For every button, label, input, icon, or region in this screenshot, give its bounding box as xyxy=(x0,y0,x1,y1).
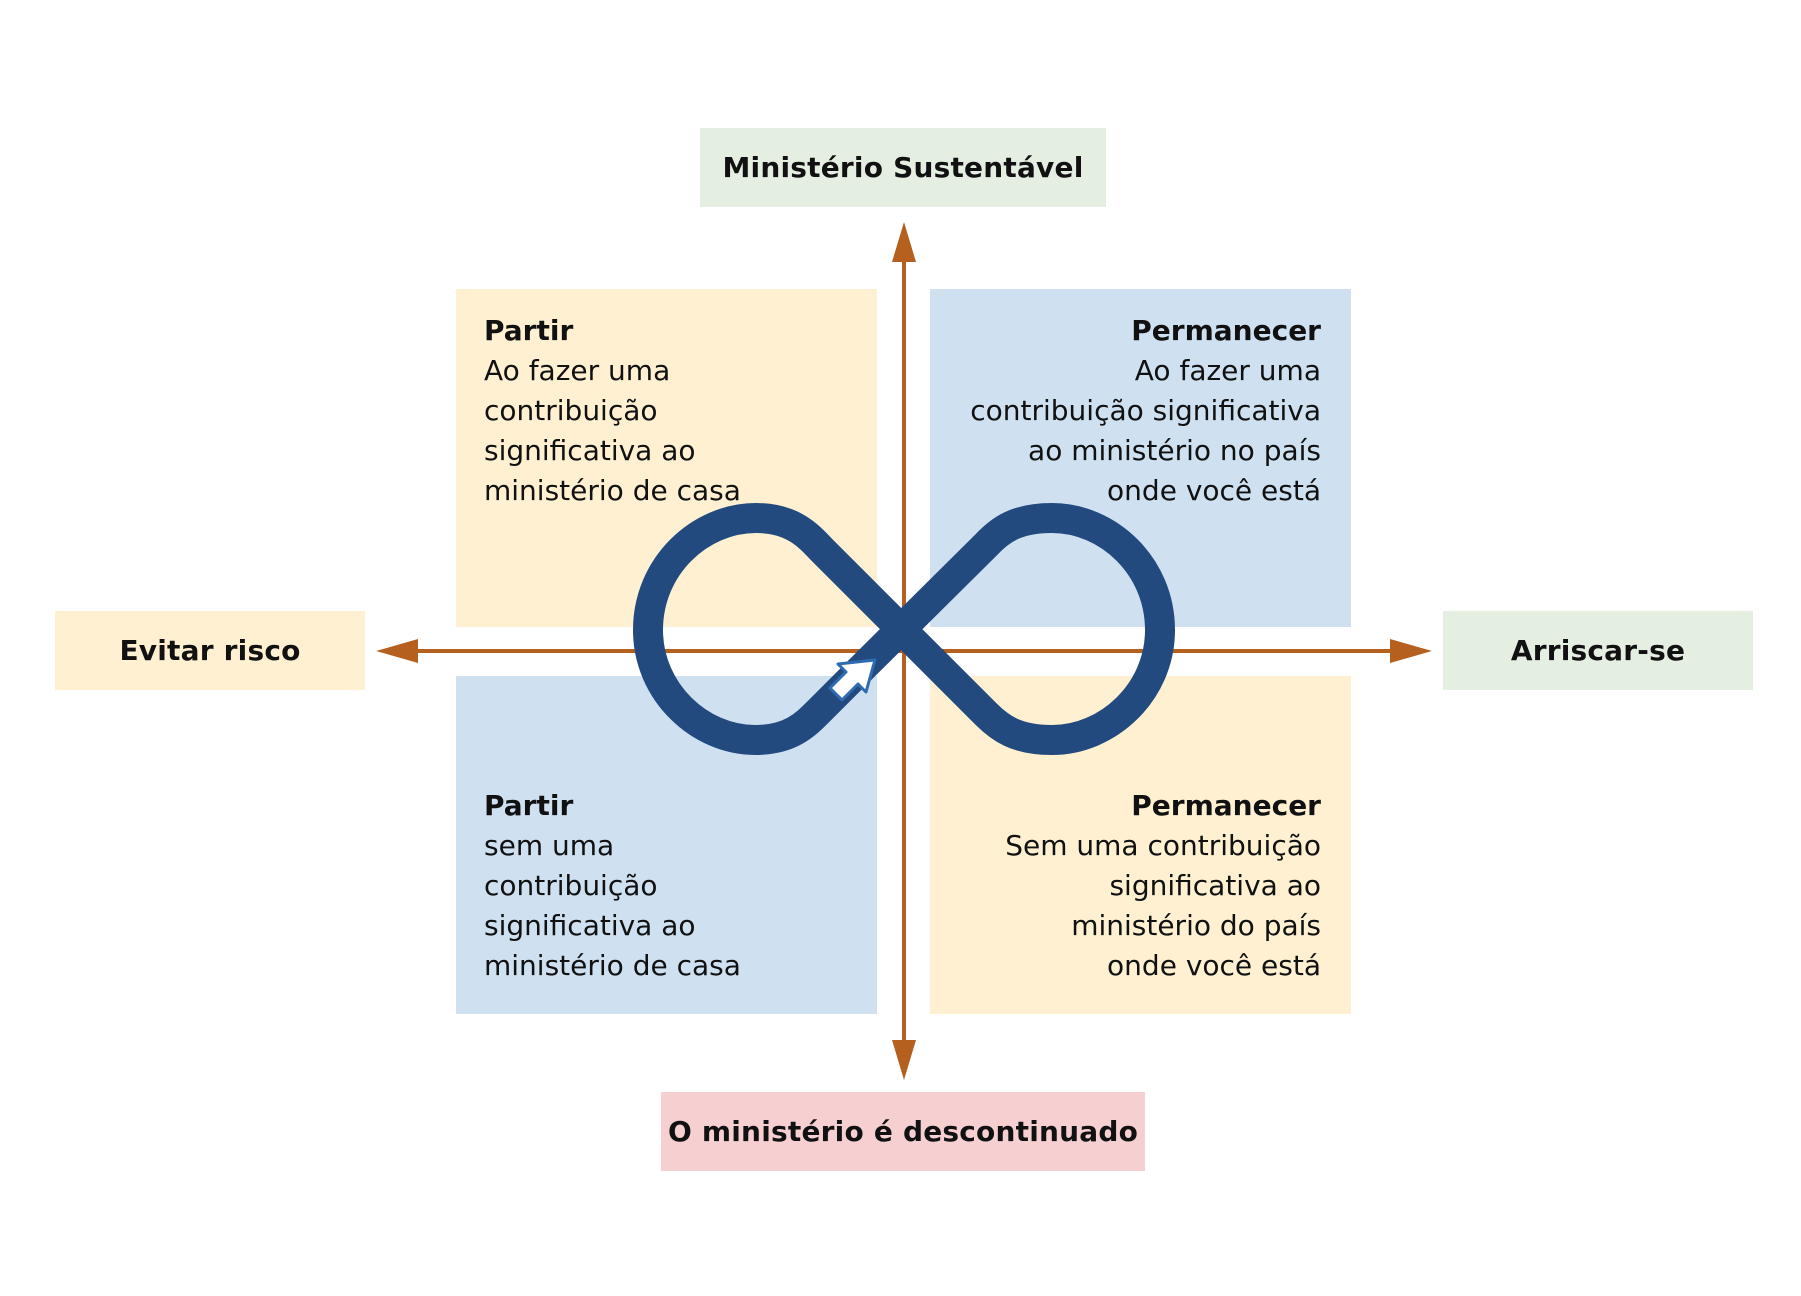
quadrant-top-left: Partir Ao fazer uma contribuição signifi… xyxy=(456,289,877,627)
axis-label-bottom-text: O ministério é descontinuado xyxy=(667,1115,1139,1148)
quadrant-line: onde você está xyxy=(1107,949,1321,982)
quadrant-line: sem uma xyxy=(484,829,615,862)
quadrant-title: Permanecer xyxy=(1131,789,1321,822)
quadrant-line: ao ministério no país xyxy=(1028,434,1321,467)
quadrant-title: Partir xyxy=(484,314,574,347)
axis-arrow-left-icon xyxy=(376,639,418,663)
axis-arrow-down-icon xyxy=(892,1040,916,1080)
quadrant-line: contribuição xyxy=(484,394,658,427)
quadrant-line: Ao fazer uma xyxy=(1134,354,1321,387)
quadrant-line: significativa ao xyxy=(484,434,696,467)
quadrant-line: onde você está xyxy=(1107,474,1321,507)
quadrant-line: contribuição significativa xyxy=(970,394,1321,427)
axis-label-bottom: O ministério é descontinuado xyxy=(661,1092,1145,1171)
axis-label-right-text: Arriscar-se xyxy=(1510,634,1686,667)
axis-label-right: Arriscar-se xyxy=(1443,611,1753,690)
quadrant-line: ministério de casa xyxy=(484,949,741,982)
white-arrow-icon xyxy=(828,658,877,702)
axis-label-left-text: Evitar risco xyxy=(119,634,301,667)
axis-arrow-up-icon xyxy=(892,222,916,262)
quadrant-line: significativa ao xyxy=(1109,869,1321,902)
quadrant-line: ministério de casa xyxy=(484,474,741,507)
axis-arrow-right-icon xyxy=(1390,639,1432,663)
axis-label-top-text: Ministério Sustentável xyxy=(722,151,1084,184)
quadrant-title: Permanecer xyxy=(1131,314,1321,347)
axis-label-left: Evitar risco xyxy=(55,611,365,690)
quadrant-line: contribuição xyxy=(484,869,658,902)
quadrant-line: ministério do país xyxy=(1071,909,1321,942)
axis-label-top: Ministério Sustentável xyxy=(700,128,1106,207)
quadrant-line: significativa ao xyxy=(484,909,696,942)
quadrant-line: Sem uma contribuição xyxy=(1005,829,1321,862)
quadrant-title: Partir xyxy=(484,789,574,822)
quadrant-bottom-left: Partir sem uma contribuição significativ… xyxy=(456,676,877,1014)
infinity-loop-icon xyxy=(633,503,1175,755)
quadrant-line: Ao fazer uma xyxy=(484,354,671,387)
